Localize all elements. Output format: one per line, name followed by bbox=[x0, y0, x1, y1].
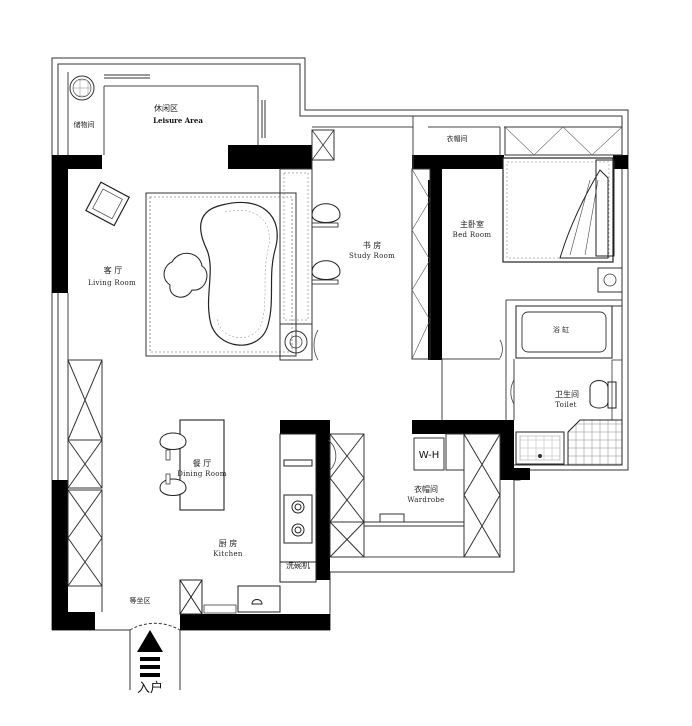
entry-door bbox=[95, 622, 181, 690]
bedroom-furniture bbox=[502, 126, 623, 293]
label-toilet-en: Toilet bbox=[555, 401, 577, 409]
kitchen-fixtures bbox=[179, 433, 317, 615]
outer-boundary bbox=[51, 57, 629, 631]
label-dishwasher-zh: 洗碗机 bbox=[286, 560, 310, 570]
label-storage-zh: 储物间 bbox=[74, 120, 95, 129]
label-kitchen-zh: 厨 房 bbox=[219, 538, 238, 548]
label-closet-zh: 衣帽间 bbox=[447, 134, 468, 143]
left-cabinets bbox=[67, 359, 103, 612]
label-living-zh: 客 厅 bbox=[104, 265, 123, 275]
label-toilet-zh: 卫生间 bbox=[555, 389, 579, 399]
wardrobe-furniture bbox=[329, 433, 501, 558]
label-waiting-zh: 等坐区 bbox=[130, 596, 151, 605]
label-bedroom-zh: 主卧室 bbox=[460, 219, 484, 229]
living-room-furniture bbox=[85, 181, 297, 357]
interior-walls bbox=[67, 72, 622, 558]
study-furniture bbox=[279, 168, 431, 361]
label-entry: 入户 bbox=[137, 680, 163, 696]
label-wardrobe-en: Wardrobe bbox=[407, 496, 444, 504]
label-living-en: Living Room bbox=[88, 279, 136, 287]
label-kitchen-en: Kitchen bbox=[213, 550, 243, 558]
label-dining-en: Dining Room bbox=[177, 470, 227, 478]
label-study-en: Study Room bbox=[349, 252, 395, 260]
door-arcs bbox=[313, 329, 515, 471]
label-study-zh: 书 房 bbox=[363, 240, 382, 250]
label-walkin: W-H bbox=[419, 450, 440, 461]
label-bath-zh: 浴 缸 bbox=[553, 325, 569, 334]
label-leisure-en: Leisure Area bbox=[153, 116, 203, 125]
structural-walls bbox=[52, 145, 628, 630]
label-bedroom-en: Bed Room bbox=[453, 231, 492, 239]
storage-fixtures bbox=[69, 74, 335, 161]
dining-furniture bbox=[159, 419, 225, 511]
bathroom-fixtures bbox=[515, 305, 623, 466]
label-wardrobe-zh: 衣帽间 bbox=[414, 484, 438, 494]
label-leisure-zh: 休闲区 bbox=[154, 103, 178, 113]
entry-arrow-icon bbox=[137, 630, 163, 677]
label-dining-zh: 餐 厅 bbox=[193, 459, 212, 468]
room-labels: 休闲区 Leisure Area 储物间 客 厅 Living Room 书 房… bbox=[74, 103, 580, 696]
